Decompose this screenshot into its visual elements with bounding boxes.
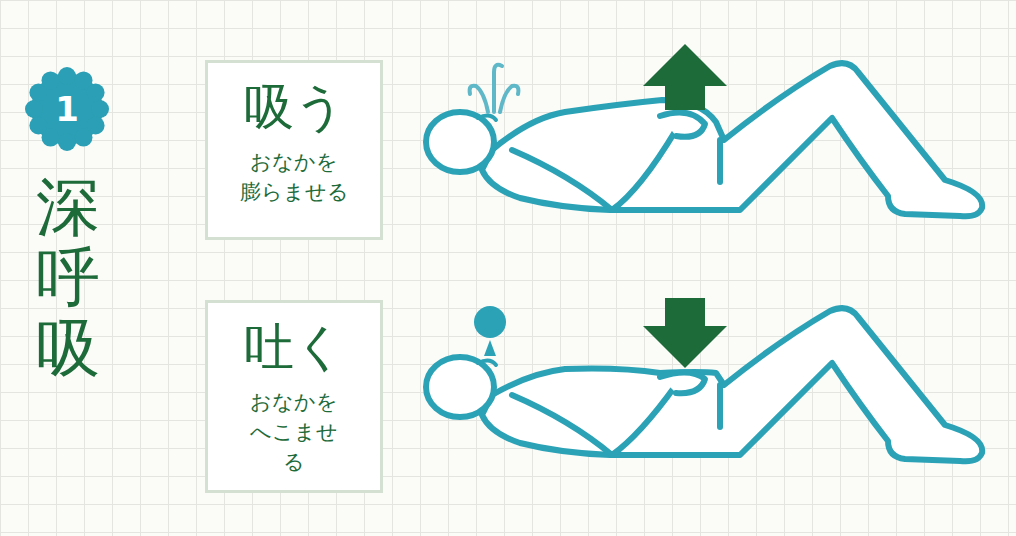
- action-note: おなかを 膨らませる: [239, 147, 348, 208]
- inhale-air: [470, 65, 519, 112]
- label-box: 吐くおなかを へこませる: [205, 300, 383, 493]
- step-number: 1: [55, 89, 79, 129]
- step-badge: 1: [24, 66, 110, 152]
- action-heading: 吸う: [216, 79, 372, 137]
- up-arrow: [643, 44, 727, 110]
- label-box: 吸うおなかを 膨らませる: [205, 60, 383, 240]
- down-arrow: [643, 298, 727, 368]
- exhale-bubble: [474, 306, 506, 356]
- action-heading: 吐く: [216, 319, 372, 377]
- action-note: おなかを へこませる: [239, 387, 348, 478]
- vertical-title: 深呼吸: [36, 172, 100, 383]
